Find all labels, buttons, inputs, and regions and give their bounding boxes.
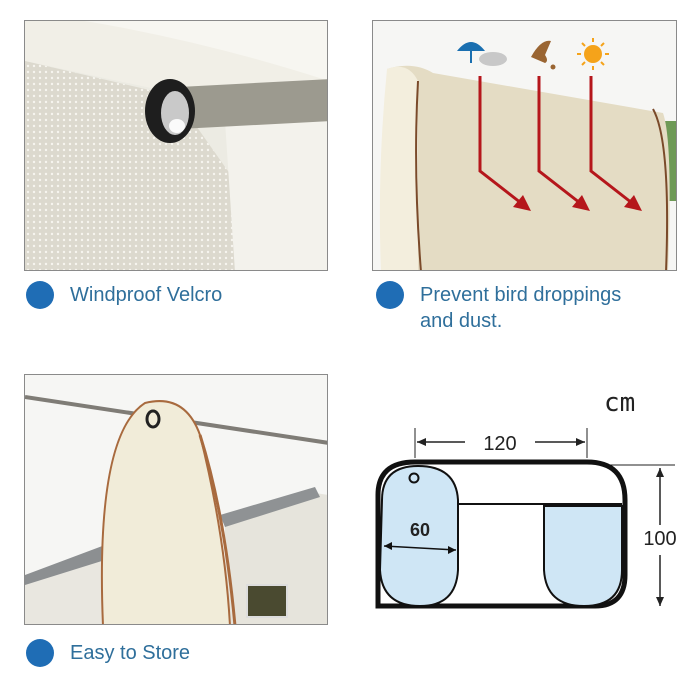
bullet-dot-icon — [26, 281, 54, 309]
svg-text:60: 60 — [410, 520, 430, 540]
arrow-icons — [478, 76, 633, 205]
grommet-closeup-illustration — [25, 21, 327, 270]
photo-easy-to-store — [24, 374, 328, 625]
cover-on-rack-illustration — [373, 21, 676, 270]
feature-caption-store: Easy to Store — [26, 639, 190, 667]
svg-text:100: 100 — [643, 528, 676, 550]
unit-label: cm — [604, 388, 636, 418]
photo-windproof-velcro — [24, 20, 328, 271]
feature-caption-velcro: Windproof Velcro — [26, 281, 222, 309]
bullet-dot-icon — [376, 281, 404, 309]
bullet-dot-icon — [26, 639, 54, 667]
bird-icon — [531, 40, 556, 70]
sun-icon — [577, 38, 609, 70]
photo-prevent-droppings — [372, 20, 677, 271]
umbrella-rain-cloud-icon — [457, 42, 507, 66]
dimension-diagram: 120 100 60 — [375, 428, 677, 609]
svg-text:120: 120 — [483, 433, 516, 455]
stored-cover-illustration — [25, 375, 327, 624]
feature-caption-protect: Prevent bird droppings and dust. — [376, 281, 621, 334]
